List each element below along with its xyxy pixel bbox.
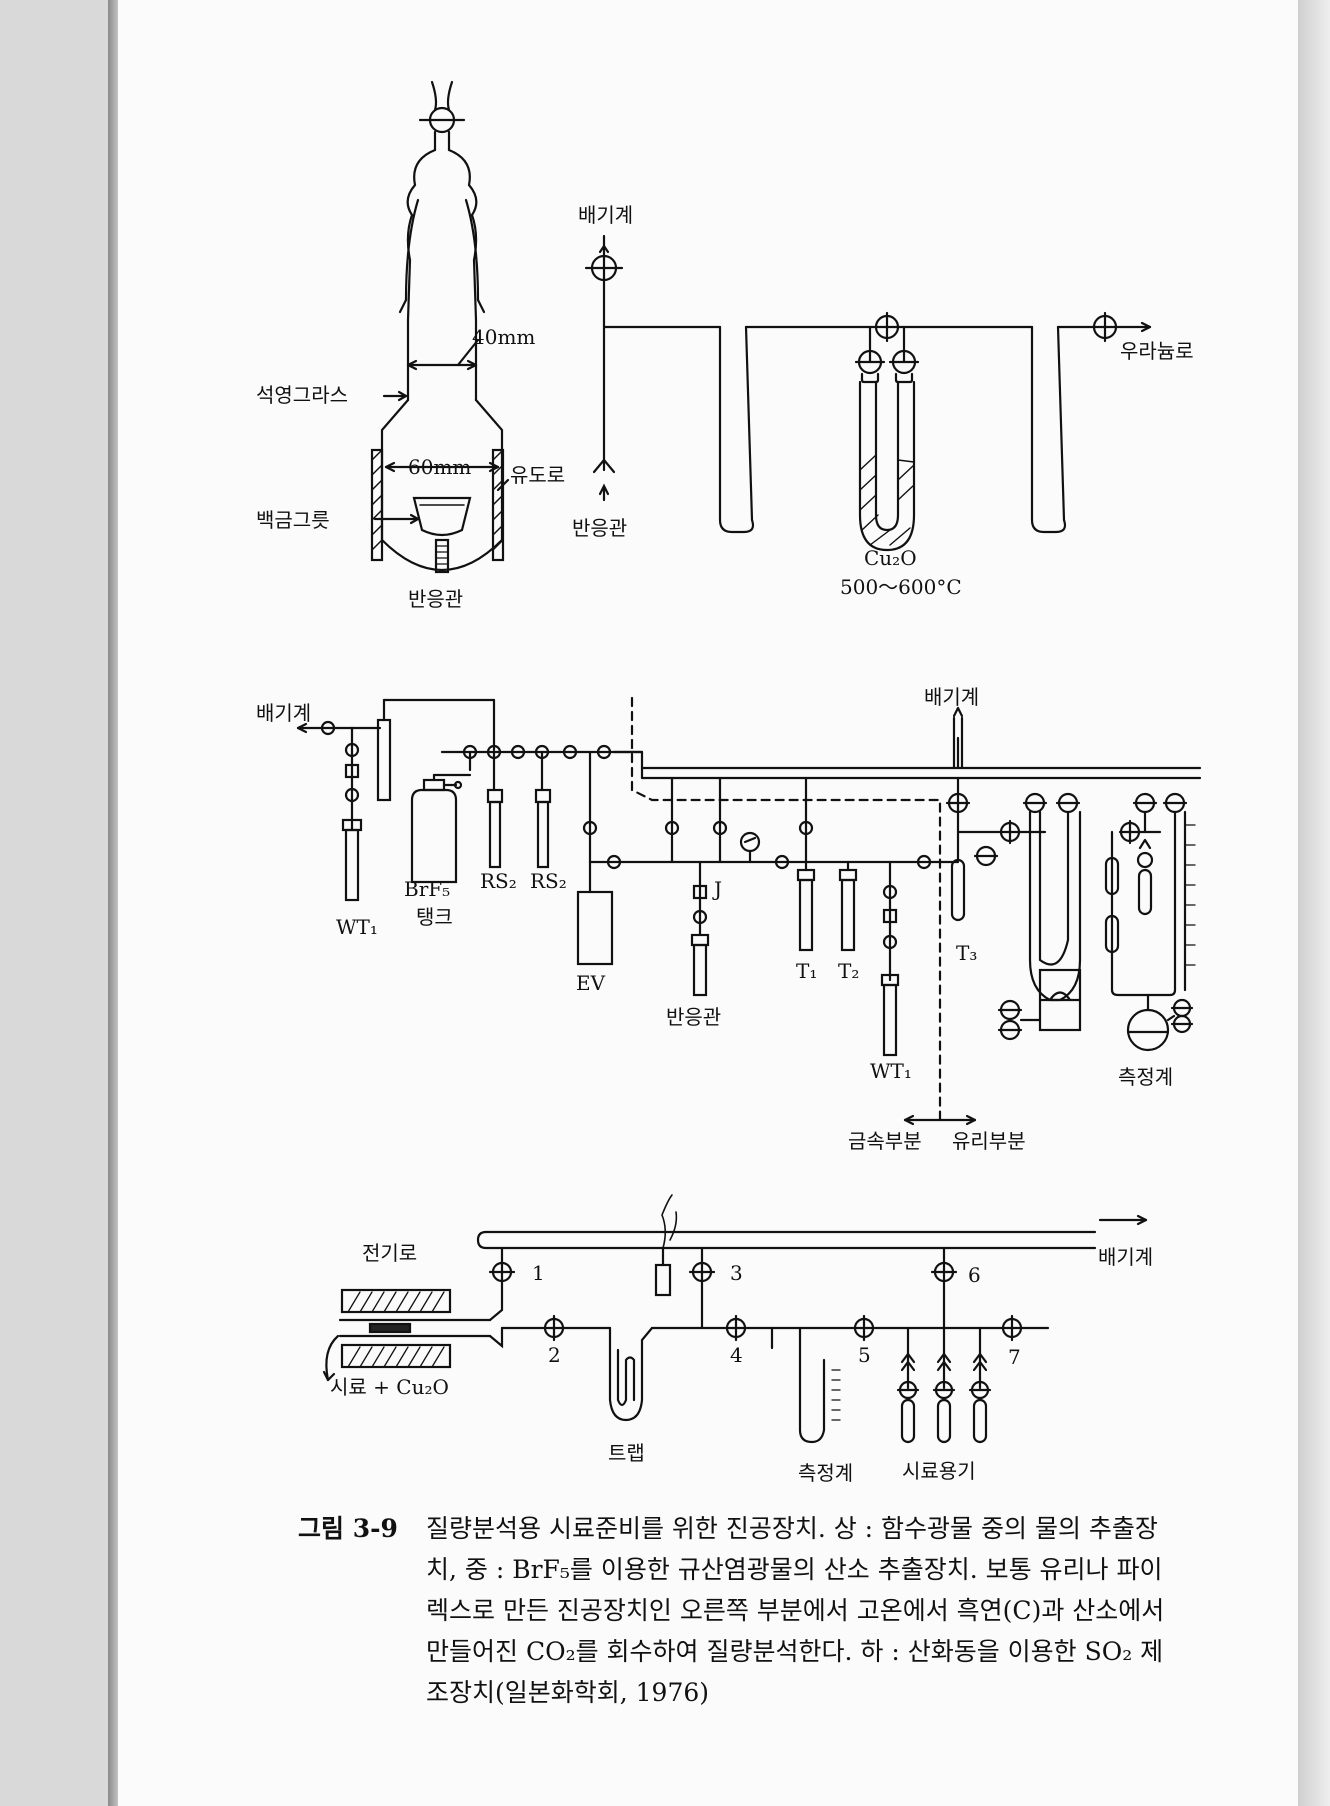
middle-brf5-line-drawing xyxy=(296,696,1202,1127)
outer-width-label: 60mm xyxy=(408,455,471,479)
figure-number: 그림 3-9 xyxy=(298,1514,398,1543)
valve-2-label: 2 xyxy=(548,1343,561,1367)
t3-label: T₃ xyxy=(956,941,977,965)
exhaust-label-bottom: 배기계 xyxy=(1098,1245,1153,1269)
inner-width-label: 40mm xyxy=(472,325,535,349)
exhaust-label-mid-right: 배기계 xyxy=(924,685,979,709)
reactor-tube-bottom-label: 반응관 xyxy=(408,587,463,611)
top-reaction-tube-drawing xyxy=(370,80,510,574)
exhaust-label-top: 배기계 xyxy=(578,203,633,227)
wt1-left-label: WT₁ xyxy=(336,915,378,939)
rs2-b-label: RS₂ xyxy=(530,869,567,893)
gauge-mid-label: 측정계 xyxy=(1118,1065,1173,1089)
ev-label: EV xyxy=(576,971,606,995)
induction-furnace-label: 유도로 xyxy=(510,463,565,487)
caption-text: 질량분석용 시료준비를 위한 진공장치. 상 : 함수광물 중의 물의 추출장치… xyxy=(426,1514,1165,1707)
valve-4-label: 4 xyxy=(730,1343,743,1367)
reactor-mid-label: 반응관 xyxy=(666,1005,721,1029)
gauge-bottom-label: 측정계 xyxy=(798,1461,853,1485)
j-label: J xyxy=(712,877,722,901)
electric-furnace-label: 전기로 xyxy=(362,1241,417,1265)
sample-cu2o-label: 시료 + Cu₂O xyxy=(330,1375,449,1399)
top-purification-line-drawing xyxy=(584,234,1152,552)
valve-1-label: 1 xyxy=(532,1261,545,1285)
t2-label: T₂ xyxy=(838,959,859,983)
valve-7-label: 7 xyxy=(1008,1345,1021,1369)
wt1-right-label: WT₁ xyxy=(870,1059,912,1083)
platinum-crucible-label: 백금그릇 xyxy=(256,508,330,532)
cu2o-label: Cu₂O xyxy=(864,546,917,570)
valve-3-label: 3 xyxy=(730,1261,743,1285)
paper-sheet xyxy=(118,0,1298,1806)
temperature-label: 500～600°C xyxy=(840,575,962,599)
brf5-label: BrF₅ xyxy=(404,877,450,901)
rs2-a-label: RS₂ xyxy=(480,869,517,893)
trap-label: 트랩 xyxy=(608,1441,645,1465)
metal-part-label: 금속부분 xyxy=(848,1129,922,1153)
t1-label: T₁ xyxy=(796,959,817,983)
figure-caption: 그림 3-9 질량분석용 시료준비를 위한 진공장치. 상 : 함수광물 중의 … xyxy=(298,1508,1178,1713)
exhaust-label-mid-left: 배기계 xyxy=(256,701,311,725)
bottom-so2-apparatus-drawing xyxy=(322,1194,1148,1444)
page-left-edge xyxy=(108,0,120,1806)
reactor-inlet-label: 반응관 xyxy=(572,516,627,540)
valve-6-label: 6 xyxy=(968,1263,981,1287)
page-right-edge xyxy=(1298,0,1330,1806)
tank-label: 탱크 xyxy=(416,905,453,929)
quartz-glass-label: 석영그라스 xyxy=(256,383,348,407)
uranium-furnace-label: 우라늄로 xyxy=(1120,339,1194,363)
valve-5-label: 5 xyxy=(858,1343,871,1367)
sample-vessel-label: 시료용기 xyxy=(902,1459,976,1483)
glass-part-label: 유리부분 xyxy=(952,1129,1026,1153)
